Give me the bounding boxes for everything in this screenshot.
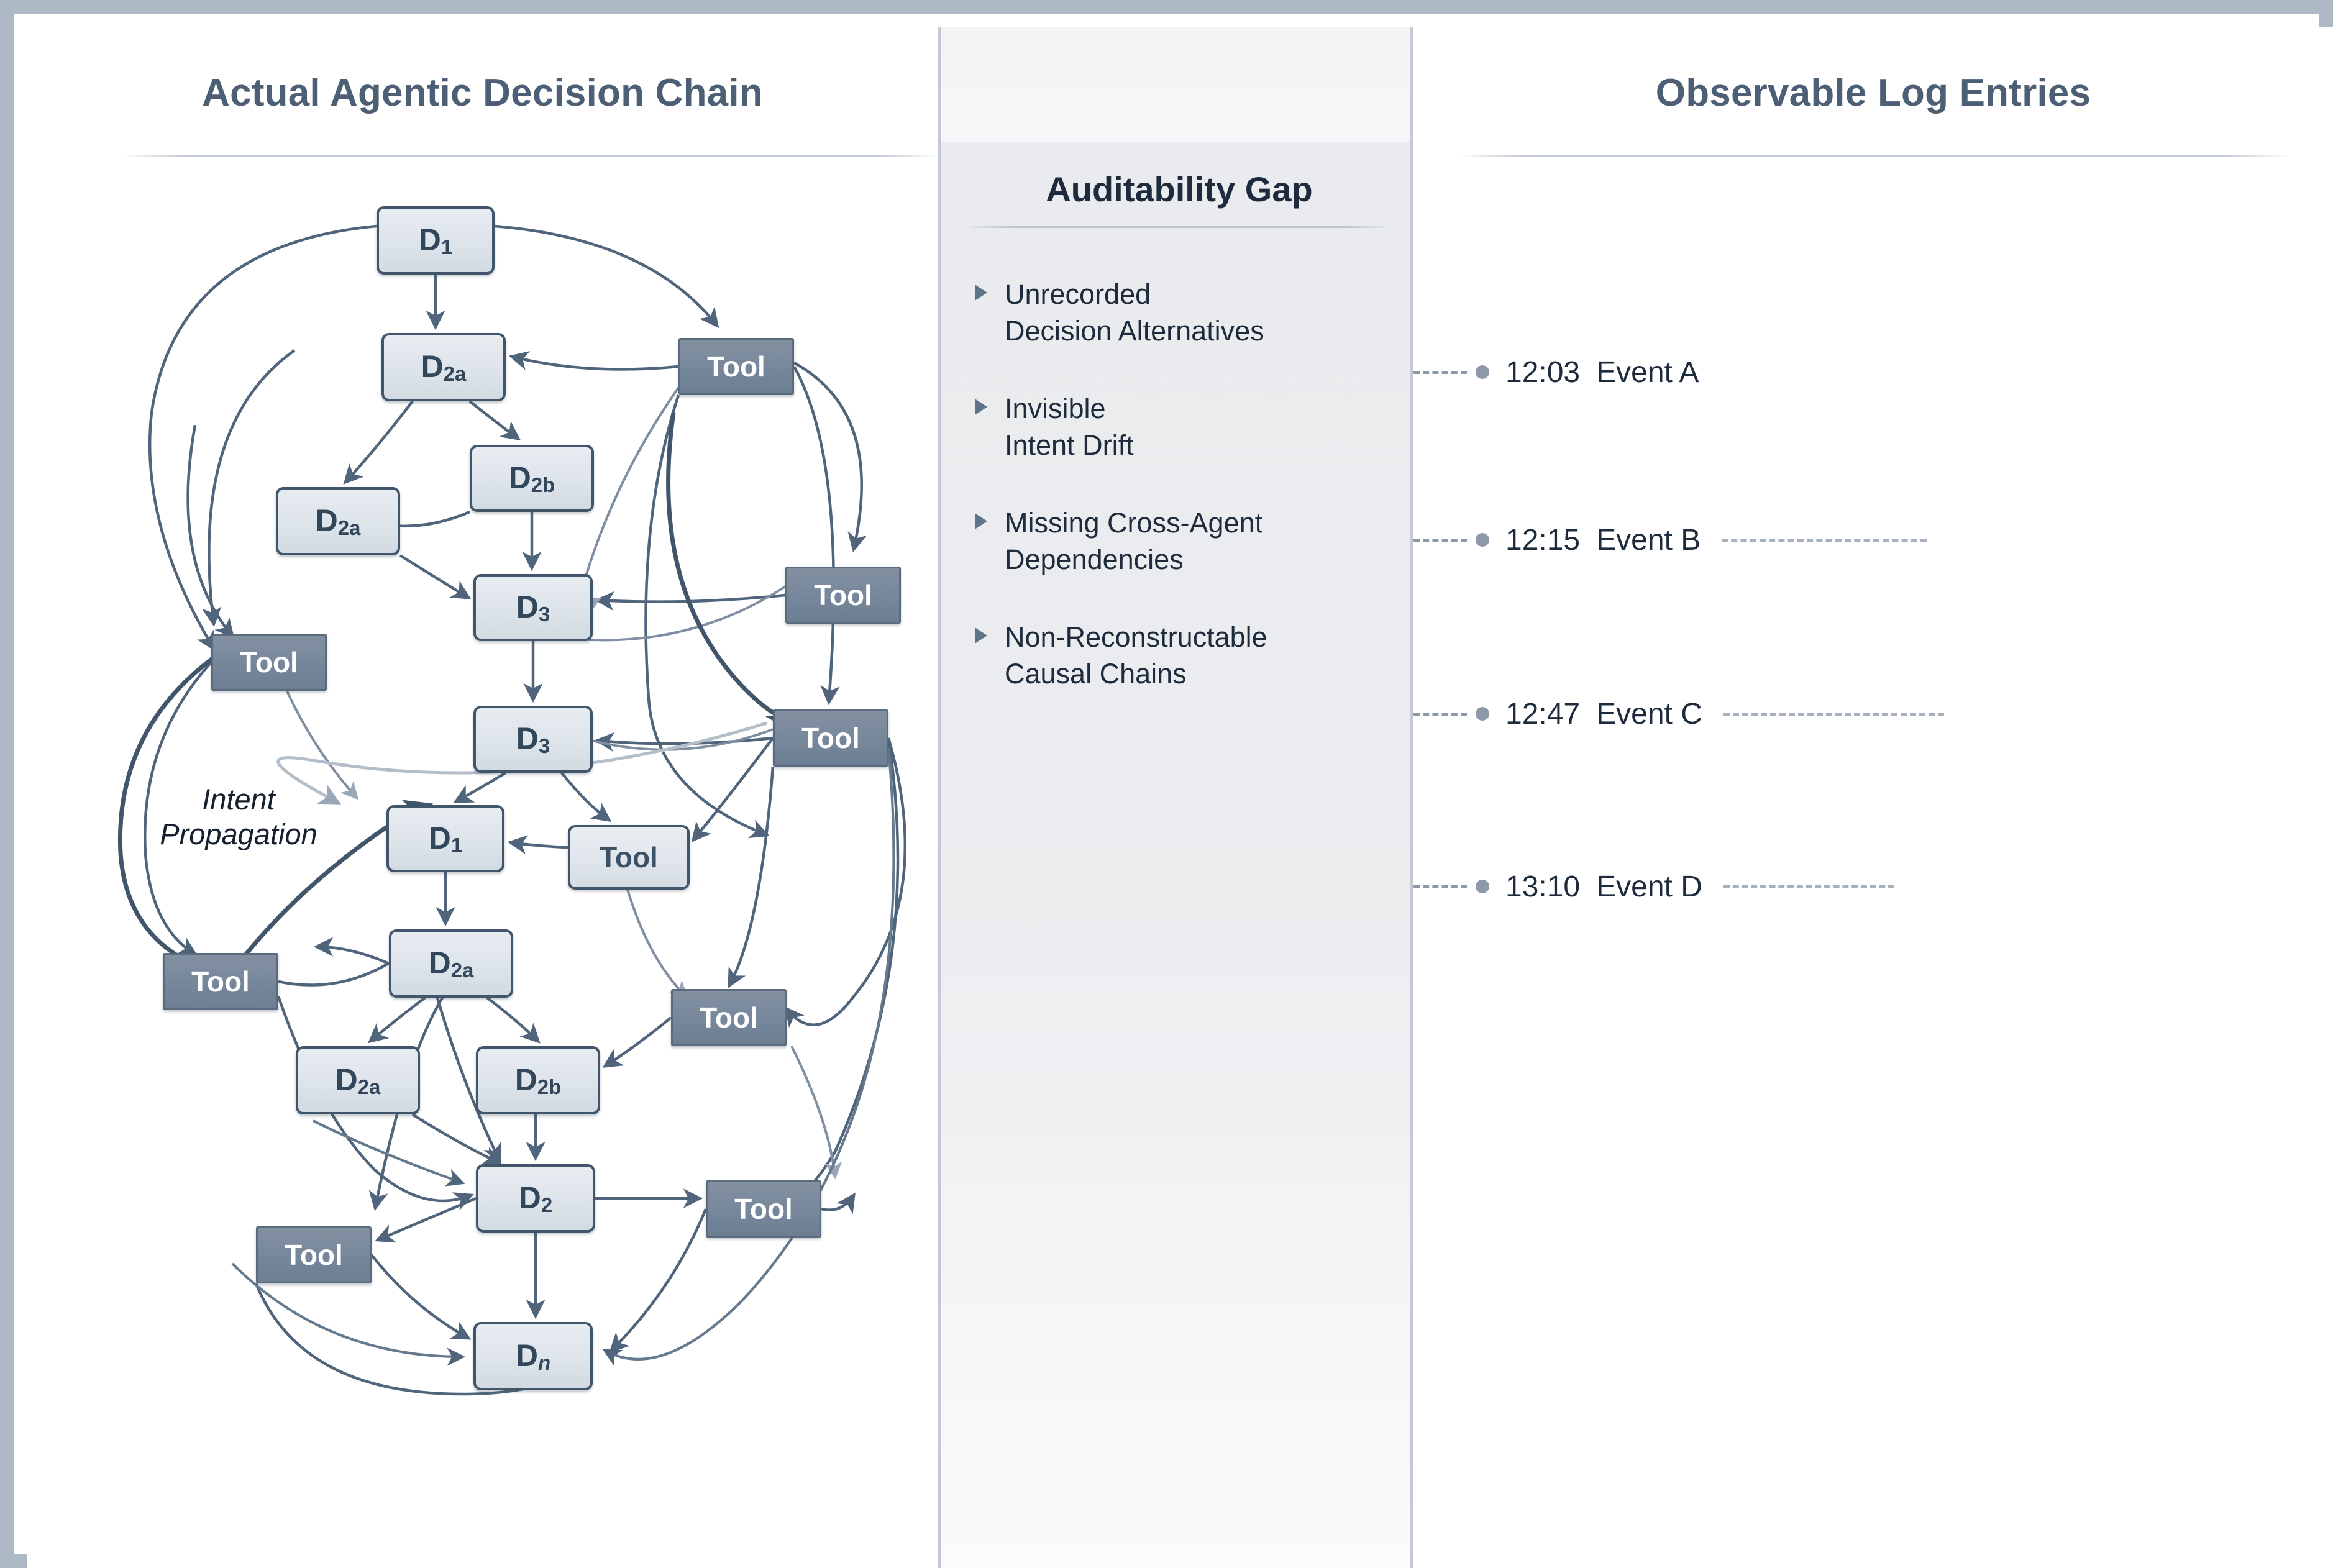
title-divider-right <box>1457 155 2291 157</box>
node-label: D2 <box>518 1180 553 1216</box>
graph-edges <box>313 275 856 1320</box>
log-bullet-dot-icon <box>1476 365 1489 379</box>
tool-node[interactable]: Tool <box>211 634 327 691</box>
tool-node[interactable]: Tool <box>256 1226 372 1283</box>
node-label: D2b <box>514 1062 562 1098</box>
node-label: D2a <box>421 349 467 385</box>
decision-node-d1[interactable]: D1 <box>386 805 504 872</box>
auditability-title-divider <box>970 226 1387 228</box>
tool-node[interactable]: Tool <box>678 338 794 395</box>
log-connector-right <box>1722 538 1927 542</box>
log-connector-left <box>1413 538 1467 542</box>
tool-node-label: Tool <box>801 722 860 754</box>
log-connector-right <box>1723 712 1944 716</box>
decision-node-d2a[interactable]: D2a <box>381 333 506 401</box>
tool-node-label: Tool <box>240 646 298 678</box>
intent-line-1: Intent <box>202 783 275 816</box>
node-label: D3 <box>516 589 550 626</box>
log-event-label: Event C <box>1596 697 1702 731</box>
tool-node[interactable]: Tool <box>773 709 888 767</box>
tool-node[interactable]: Tool <box>568 825 690 890</box>
node-label: D2b <box>508 460 555 496</box>
triangle-right-icon <box>975 285 987 301</box>
log-entry[interactable]: 12:15 Event B <box>1413 518 1927 562</box>
log-event-label: Event D <box>1596 870 1702 903</box>
tool-node-label: Tool <box>814 579 872 611</box>
log-entry[interactable]: 12:03 Event A <box>1413 350 1699 394</box>
decision-node-d3[interactable]: D3 <box>473 574 593 641</box>
tool-node-label: Tool <box>734 1193 793 1225</box>
decision-node-d3[interactable]: D3 <box>473 706 593 773</box>
log-connector-right <box>1723 885 1894 888</box>
log-timestamp: 12:15 <box>1505 523 1581 557</box>
node-label: Dn <box>515 1338 551 1374</box>
log-entry[interactable]: 12:47 Event C <box>1413 692 1944 736</box>
log-event-label: Event B <box>1596 523 1701 557</box>
title-divider-left <box>121 155 942 157</box>
decision-node-d2b[interactable]: D2b <box>476 1046 600 1114</box>
page-title-right: Observable Log Entries <box>1655 71 2091 114</box>
tool-node-label: Tool <box>600 841 658 873</box>
tool-node-label: Tool <box>191 965 250 998</box>
node-label: D2a <box>315 503 361 539</box>
log-bullet-dot-icon <box>1476 707 1489 721</box>
panel-actual-decision-chain: Actual Agentic Decision Chain <box>27 27 942 1568</box>
log-bullet-dot-icon <box>1476 880 1489 893</box>
log-bullet-dot-icon <box>1476 533 1489 547</box>
auditability-card <box>941 142 1410 1136</box>
decision-graph <box>117 224 907 1396</box>
log-connector-left <box>1413 712 1467 716</box>
decision-node-d2[interactable]: D2 <box>476 1164 595 1233</box>
log-connector-left <box>1413 885 1467 888</box>
intent-line-2: Propagation <box>160 818 317 850</box>
log-timestamp: 12:03 <box>1505 355 1581 389</box>
tool-node[interactable]: Tool <box>706 1180 821 1238</box>
log-connector-left <box>1413 370 1467 374</box>
tool-node[interactable]: Tool <box>671 989 787 1046</box>
log-timestamp: 13:10 <box>1505 870 1581 903</box>
triangle-right-icon <box>975 627 987 644</box>
node-label: D1 <box>418 222 453 258</box>
triangle-right-icon <box>975 513 987 529</box>
log-entry[interactable]: 13:10 Event D <box>1413 865 1894 908</box>
node-label: D3 <box>516 721 550 757</box>
node-label: D2a <box>428 945 474 982</box>
decision-node-d2a[interactable]: D2a <box>276 487 400 555</box>
tool-node[interactable]: Tool <box>163 953 278 1010</box>
tool-node[interactable]: Tool <box>785 567 901 624</box>
node-label: D2a <box>335 1062 381 1098</box>
decision-node-dn[interactable]: Dn <box>473 1322 593 1390</box>
panel-observable-log-entries: Observable Log Entries 12:03 Event A 12:15… <box>1413 27 2333 1568</box>
tool-node-label: Tool <box>700 1001 758 1034</box>
log-event-label: Event A <box>1596 355 1699 389</box>
node-label: D1 <box>428 820 463 857</box>
page-title-left: Actual Agentic Decision Chain <box>202 71 763 114</box>
decision-node-d2a[interactable]: D2a <box>296 1046 420 1114</box>
log-timestamp: 12:47 <box>1505 697 1581 731</box>
tool-node-label: Tool <box>285 1239 343 1271</box>
decision-node-d1[interactable]: D1 <box>377 206 495 275</box>
decision-node-d2a[interactable]: D2a <box>389 929 513 998</box>
tool-node-label: Tool <box>707 350 765 383</box>
decision-node-d2b[interactable]: D2b <box>470 445 594 512</box>
diagram-canvas: Actual Agentic Decision Chain <box>27 27 2333 1568</box>
auditability-gap-title: Auditability Gap <box>1046 170 1313 209</box>
triangle-right-icon <box>975 399 987 415</box>
